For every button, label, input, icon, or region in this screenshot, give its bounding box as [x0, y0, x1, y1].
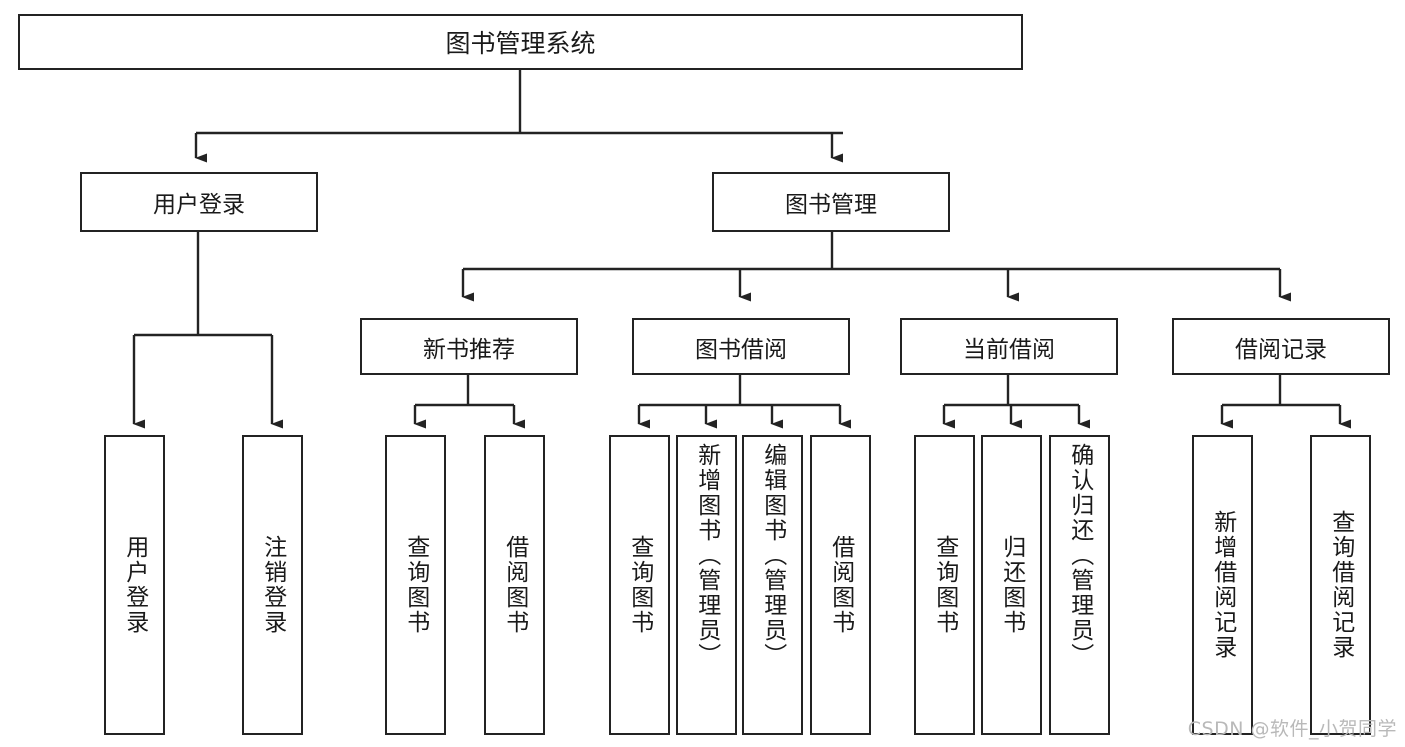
leaf-borrow-edit-book-admin[interactable]: 编辑图书（管理员）: [742, 435, 803, 735]
node-label: 当前借阅: [963, 336, 1055, 363]
node-label: 借阅图书: [827, 535, 854, 635]
node-label: 图书管理: [785, 192, 877, 218]
node-label: 注销登录: [259, 535, 286, 635]
node-root-system[interactable]: 图书管理系统: [18, 14, 1023, 70]
node-label: 查询图书: [402, 535, 429, 635]
node-new-book-recommend[interactable]: 新书推荐: [360, 318, 578, 375]
node-book-borrow[interactable]: 图书借阅: [632, 318, 850, 375]
watermark: CSDN @软件_小贺同学: [1187, 718, 1397, 740]
node-label: 图书管理系统: [445, 29, 596, 58]
leaf-borrow-query-book[interactable]: 查询图书: [609, 435, 670, 735]
node-label: 新增借阅记录: [1209, 510, 1236, 660]
leaf-user-login-login[interactable]: 用户登录: [104, 435, 165, 735]
node-current-borrow[interactable]: 当前借阅: [900, 318, 1118, 375]
node-label: 编辑图书（管理员）: [759, 443, 786, 668]
node-label: 查询借阅记录: [1327, 510, 1354, 660]
node-label: 借阅图书: [501, 535, 528, 635]
node-label: 用户登录: [153, 192, 245, 218]
leaf-record-query-record[interactable]: 查询借阅记录: [1310, 435, 1371, 735]
leaf-record-add-record[interactable]: 新增借阅记录: [1192, 435, 1253, 735]
node-book-management[interactable]: 图书管理: [712, 172, 950, 232]
leaf-current-confirm-return-admin[interactable]: 确认归还（管理员）: [1049, 435, 1110, 735]
leaf-borrow-add-book-admin[interactable]: 新增图书（管理员）: [676, 435, 737, 735]
leaf-current-return-book[interactable]: 归还图书: [981, 435, 1042, 735]
node-user-login[interactable]: 用户登录: [80, 172, 318, 232]
node-label: 借阅记录: [1235, 336, 1327, 363]
node-label: 用户登录: [121, 535, 148, 635]
node-label: 查询图书: [931, 535, 958, 635]
node-label: 归还图书: [998, 535, 1025, 635]
node-label: 图书借阅: [695, 336, 787, 363]
node-label: 新增图书（管理员）: [693, 443, 720, 668]
node-borrow-record[interactable]: 借阅记录: [1172, 318, 1390, 375]
leaf-user-login-logout[interactable]: 注销登录: [242, 435, 303, 735]
leaf-recommend-query-book[interactable]: 查询图书: [385, 435, 446, 735]
node-label: 查询图书: [626, 535, 653, 635]
node-label: 确认归还（管理员）: [1066, 443, 1093, 668]
node-label: 新书推荐: [423, 336, 515, 363]
leaf-current-query-book[interactable]: 查询图书: [914, 435, 975, 735]
leaf-borrow-borrow-book[interactable]: 借阅图书: [810, 435, 871, 735]
leaf-recommend-borrow-book[interactable]: 借阅图书: [484, 435, 545, 735]
